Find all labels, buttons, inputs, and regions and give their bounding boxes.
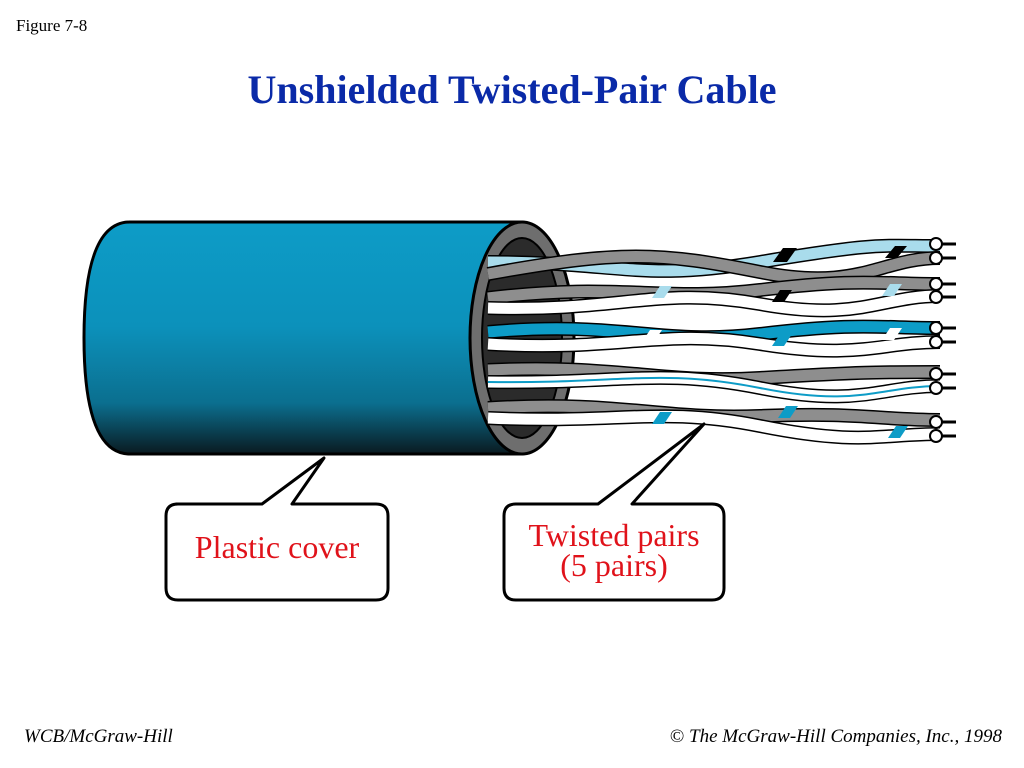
- copyright-symbol: ©: [669, 726, 685, 747]
- footer-copyright-text: The McGraw-Hill Companies, Inc., 1998: [689, 726, 1002, 747]
- twisted-pair-3: [487, 319, 941, 358]
- footer-publisher: WCB/McGraw-Hill: [24, 726, 173, 747]
- twisted-pair-2: [487, 275, 941, 318]
- figure-label: Figure 7-8: [16, 16, 88, 35]
- callout-twisted-pairs: Twisted pairs (5 pairs): [502, 422, 726, 602]
- footer-copyright: © The McGraw-Hill Companies, Inc., 1998: [670, 726, 1002, 748]
- twisted-pairs: [486, 237, 956, 445]
- wire-ends: [929, 237, 943, 443]
- twisted-pair-4: [487, 361, 941, 404]
- callout-plastic-cover: Plastic cover: [164, 456, 390, 602]
- twisted-pair-5: [487, 399, 941, 445]
- twisted-pair-1: [486, 238, 941, 286]
- callout-twisted-pairs-label: Twisted pairs: [528, 517, 699, 553]
- wire-leads: [942, 242, 956, 438]
- callout-plastic-cover-label: Plastic cover: [195, 529, 360, 565]
- callout-twisted-pairs-count: (5 pairs): [560, 547, 668, 583]
- page-title: Unshielded Twisted-Pair Cable: [247, 67, 777, 112]
